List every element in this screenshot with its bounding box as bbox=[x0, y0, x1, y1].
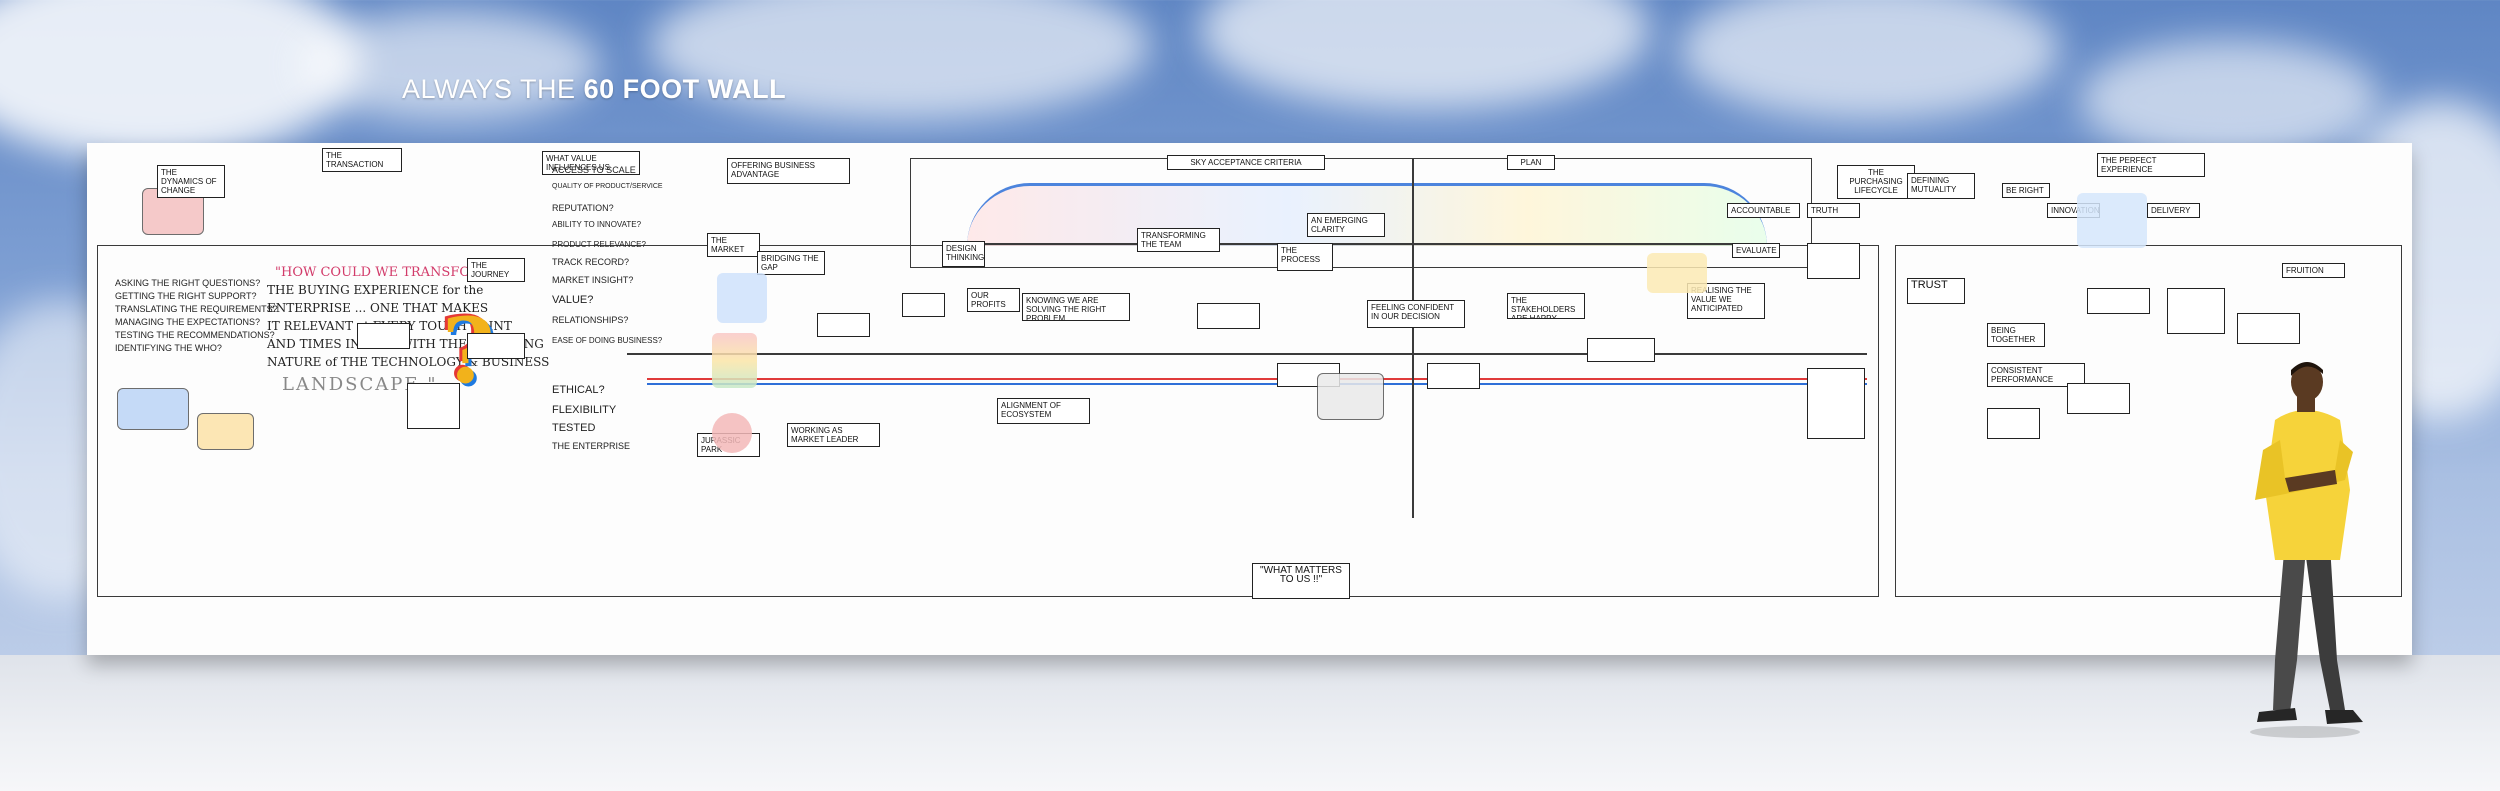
concept-box: WORKING AS MARKET LEADER bbox=[787, 423, 880, 447]
influence-item: ABILITY TO INNOVATE? bbox=[552, 220, 642, 229]
sketch-box bbox=[407, 383, 460, 429]
connector-red bbox=[647, 378, 1867, 380]
concept-box: DELIVERY bbox=[2147, 203, 2200, 218]
question-item: TRANSLATING THE REQUIREMENTS? bbox=[115, 304, 278, 314]
concept-box: DEFINING MUTUALITY bbox=[1907, 173, 1975, 199]
cloud bbox=[300, 10, 600, 120]
sketch-illustration bbox=[117, 388, 189, 430]
influence-item: FLEXIBILITY bbox=[552, 404, 617, 416]
sketch-box bbox=[467, 333, 525, 359]
arch-baseline bbox=[957, 243, 1777, 245]
quote-line-1: "HOW COULD WE TRANSFORM bbox=[275, 265, 494, 280]
sketch-box bbox=[817, 313, 870, 337]
concept-box: OFFERING BUSINESS ADVANTAGE bbox=[727, 158, 850, 184]
concept-box: AN EMERGING CLARITY bbox=[1307, 213, 1385, 237]
influence-item: RELATIONSHIPS? bbox=[552, 315, 629, 325]
sketch-illustration bbox=[1317, 373, 1384, 420]
sketch-box bbox=[1807, 243, 1860, 279]
question-item: ASKING THE RIGHT QUESTIONS? bbox=[115, 278, 261, 288]
sketch-box bbox=[1197, 303, 1260, 329]
sketch-box bbox=[1587, 338, 1655, 362]
influence-item: TRACK RECORD? bbox=[552, 257, 630, 267]
connector-main bbox=[627, 353, 1867, 355]
sketch-illustration bbox=[712, 333, 757, 388]
concept-box: DESIGN THINKING bbox=[942, 241, 985, 267]
concept-box: TRUTH bbox=[1807, 203, 1860, 218]
question-item: GETTING THE RIGHT SUPPORT? bbox=[115, 291, 257, 301]
cloud bbox=[1680, 0, 2060, 120]
sketch-box bbox=[357, 323, 410, 349]
what-matters-box: "WHAT MATTERS TO US !!" bbox=[1252, 563, 1350, 599]
lifecycle-label: THE PURCHASING LIFECYCLE bbox=[1837, 165, 1915, 199]
quote-line-2: THE BUYING EXPERIENCE for the bbox=[267, 283, 484, 297]
influence-item: REPUTATION? bbox=[552, 203, 614, 213]
quote-line-6: NATURE of THE TECHNOLOGY & BUSINESS bbox=[267, 355, 550, 369]
concept-box: FRUITION bbox=[2282, 263, 2345, 278]
divider-line bbox=[1412, 158, 1414, 518]
influence-item: TESTED bbox=[552, 422, 596, 434]
concept-box: CONSISTENT PERFORMANCE bbox=[1987, 363, 2085, 387]
influence-item: THE ENTERPRISE bbox=[552, 441, 631, 451]
influence-item: ETHICAL? bbox=[552, 384, 605, 396]
title-bold: 60 FOOT WALL bbox=[583, 74, 787, 104]
graphic-recording-wall: SKY ACCEPTANCE CRITERIA PLAN THE PURCHAS… bbox=[87, 143, 2412, 655]
sketch-illustration bbox=[717, 273, 767, 323]
sketch-box bbox=[902, 293, 945, 317]
concept-box: ACCOUNTABLE bbox=[1727, 203, 1800, 218]
connector-blue bbox=[647, 383, 1867, 385]
concept-box: THE STAKEHOLDERS ARE HAPPY bbox=[1507, 293, 1585, 319]
right-frame bbox=[1895, 245, 2402, 597]
sketch-illustration bbox=[197, 413, 254, 450]
sketch-box bbox=[2167, 288, 2225, 334]
concept-box: KNOWING WE ARE SOLVING THE RIGHT PROBLEM bbox=[1022, 293, 1130, 321]
concept-box: REALISING THE VALUE WE ANTICIPATED bbox=[1687, 283, 1765, 319]
cloud bbox=[1200, 0, 1650, 110]
title-prefix: ALWAYS THE bbox=[402, 74, 576, 104]
top-banner: SKY ACCEPTANCE CRITERIA bbox=[1167, 155, 1325, 170]
question-item: MANAGING THE EXPECTATIONS? bbox=[115, 317, 261, 327]
influence-item: QUALITY OF PRODUCT/SERVICE bbox=[552, 183, 663, 190]
concept-box: BRIDGING THE GAP bbox=[757, 251, 825, 275]
concept-box: THE PERFECT EXPERIENCE bbox=[2097, 153, 2205, 177]
plan-label: PLAN bbox=[1507, 155, 1555, 170]
concept-box: TRUST bbox=[1907, 278, 1965, 304]
cloud bbox=[650, 0, 1150, 120]
concept-box: THE MARKET bbox=[707, 233, 760, 257]
quote-line-7: LANDSCAPE " bbox=[282, 374, 438, 395]
concept-box: OUR PROFITS bbox=[967, 288, 1020, 312]
page-title: ALWAYS THE 60 FOOT WALL bbox=[402, 74, 786, 105]
concept-box: TRANSFORMING THE TEAM bbox=[1137, 228, 1220, 252]
question-item: IDENTIFYING THE WHO? bbox=[115, 343, 222, 353]
influence-item: WHAT VALUE INFLUENCES US bbox=[542, 151, 640, 175]
question-item: TESTING THE RECOMMENDATIONS? bbox=[115, 330, 275, 340]
sketch-box bbox=[1987, 408, 2040, 439]
concept-box: EVALUATE bbox=[1732, 243, 1780, 258]
sketch-box bbox=[1807, 368, 1865, 439]
sketch-illustration bbox=[1647, 253, 1707, 293]
influence-item: MARKET INSIGHT? bbox=[552, 275, 634, 285]
concept-box: THE TRANSACTION bbox=[322, 148, 402, 172]
influence-item: EASE OF DOING BUSINESS? bbox=[552, 336, 663, 345]
concept-box: BE RIGHT bbox=[2002, 183, 2050, 198]
sketch-illustration bbox=[712, 413, 752, 453]
sketch-box bbox=[2087, 288, 2150, 314]
concept-box: BEING TOGETHER bbox=[1987, 323, 2045, 347]
sketch-illustration bbox=[2077, 193, 2147, 248]
concept-box: THE DYNAMICS OF CHANGE bbox=[157, 165, 225, 198]
sketch-box bbox=[2237, 313, 2300, 344]
concept-box: ALIGNMENT OF ECOSYSTEM bbox=[997, 398, 1090, 424]
influence-item: VALUE? bbox=[552, 294, 594, 306]
concept-box: THE JOURNEY bbox=[467, 258, 525, 282]
floor bbox=[0, 655, 2500, 791]
cloud bbox=[2080, 40, 2380, 160]
sketch-box bbox=[1427, 363, 1480, 389]
sketch-box bbox=[2067, 383, 2130, 414]
concept-box: THE PROCESS bbox=[1277, 243, 1333, 271]
person-illustration bbox=[2250, 362, 2363, 738]
quote-line-3: ENTERPRISE ... ONE THAT MAKES bbox=[267, 301, 489, 315]
influence-item: PRODUCT RELEVANCE? bbox=[552, 240, 646, 249]
influence-item: ACCESS to SCALE bbox=[552, 165, 636, 175]
concept-box: FEELING CONFIDENT IN OUR DECISION bbox=[1367, 300, 1465, 328]
